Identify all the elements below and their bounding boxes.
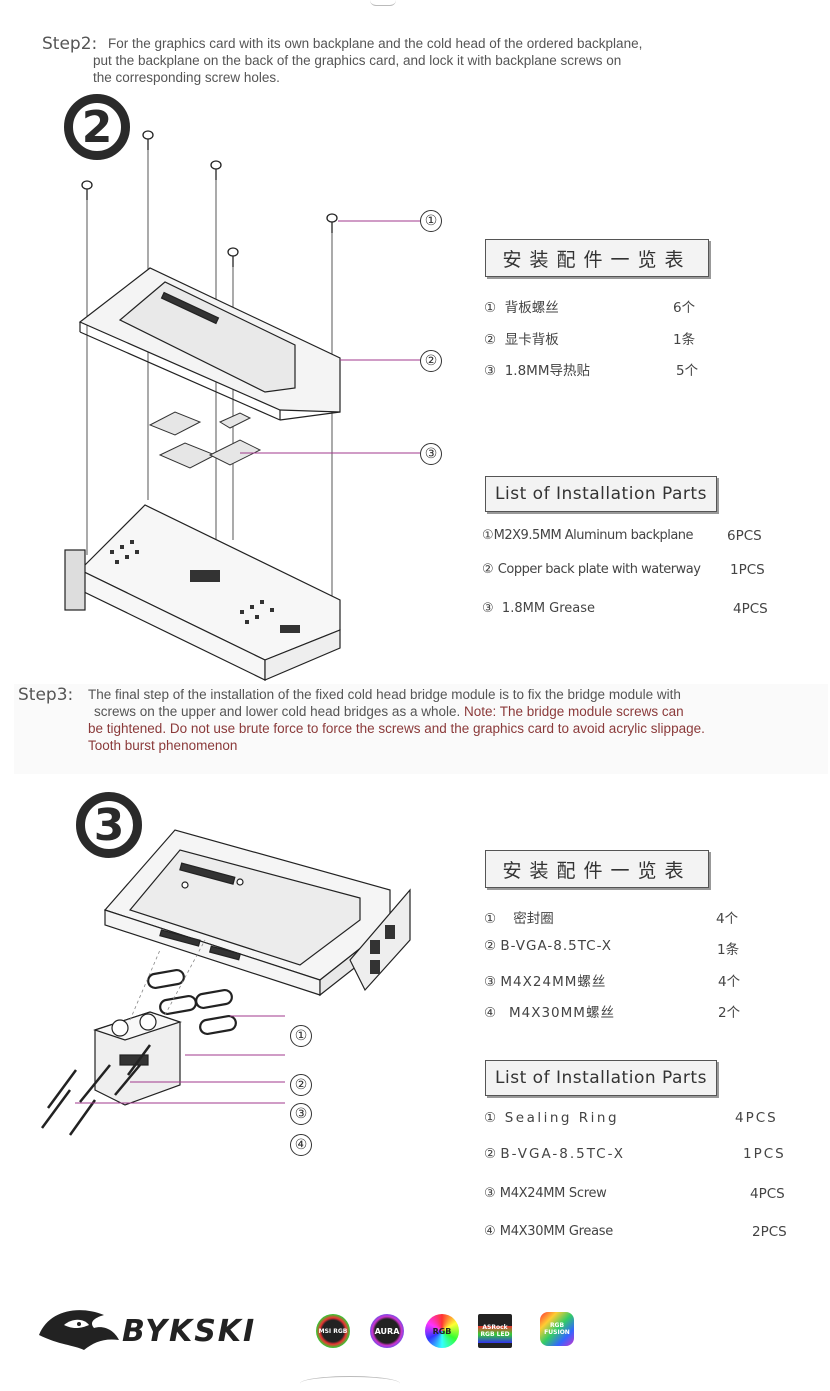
- row-name: M4X30MM Grease: [499, 1224, 613, 1239]
- step3-en-qty-4: 2PCS: [752, 1224, 787, 1240]
- rgb-badge-icon: RGB: [425, 1314, 459, 1348]
- row-name: M4X30MM螺丝: [508, 1005, 615, 1021]
- step3-line-2a: screws on the upper and lower cold head …: [94, 704, 464, 719]
- step3-en-row-1: ① Sealing Ring: [484, 1110, 619, 1126]
- aura-sync-badge-icon: AURA: [370, 1314, 404, 1348]
- row-index: ②: [482, 562, 494, 577]
- row-index: ④: [484, 1224, 496, 1239]
- row-name: 1.8MM Grease: [501, 601, 596, 616]
- step3-en-qty-1: 4PCS: [735, 1110, 778, 1126]
- mounting-screws: [40, 1044, 152, 1136]
- row-index: ④: [484, 1005, 497, 1021]
- step2-label: Step2:: [42, 34, 98, 54]
- step3-en-row-4: ④ M4X30MM Grease: [484, 1224, 613, 1239]
- step3-cn-row-3: ③ M4X24MM螺丝: [484, 970, 606, 990]
- row-index: ②: [484, 938, 497, 954]
- step3-cn-qty-2: 1条: [717, 942, 740, 958]
- bridge-block: [93, 1011, 182, 1106]
- step3-cn-table-title: 安装配件一览表: [485, 850, 709, 888]
- step3-cn-qty-3: 4个: [718, 974, 741, 990]
- brand-name: BYKSKI: [122, 1314, 257, 1349]
- step2-exploded-diagram: [64, 130, 420, 681]
- step2-en-row-3: ③ 1.8MM Grease: [482, 601, 595, 616]
- graphics-card: [64, 504, 341, 681]
- row-index: ①: [482, 528, 494, 543]
- step3-en-row-2: ② B-VGA-8.5TC-X: [484, 1146, 625, 1162]
- row-name: M4X24MM Screw: [499, 1186, 607, 1201]
- step2-line-1: For the graphics card with its own backp…: [108, 36, 643, 51]
- step2-en-row-2: ② Copper back plate with waterway: [482, 562, 701, 577]
- row-index: ①: [484, 911, 497, 927]
- step2-callout-1: ①: [420, 210, 442, 232]
- step2-number-badge: 2: [64, 94, 130, 160]
- row-index: ③: [484, 363, 497, 379]
- thermal-pads: [148, 411, 262, 469]
- step2-en-table-title: List of Installation Parts: [485, 476, 717, 512]
- step2-line-3: the corresponding screw holes.: [93, 70, 280, 85]
- step2-cn-row-1: ① 背板螺丝: [484, 296, 559, 316]
- step2-en-qty-1: 6PCS: [727, 528, 762, 544]
- step2-cn-row-3: ③ 1.8MM导热贴: [484, 359, 590, 379]
- bykski-dragon-logo-icon: [39, 1310, 119, 1350]
- row-index: ②: [484, 1146, 497, 1162]
- step2-callout-3: ③: [420, 443, 442, 465]
- step3-callout-1: ①: [290, 1025, 312, 1047]
- top-remnant: [370, 0, 396, 6]
- step3-cn-qty-4: 2个: [718, 1005, 741, 1021]
- row-name: M2X9.5MM Aluminum backplane: [493, 528, 694, 543]
- step3-callout-4: ④: [290, 1134, 312, 1156]
- step2-cn-qty-3: 5个: [676, 363, 699, 379]
- step2-cn-table-title: 安装配件一览表: [485, 239, 709, 277]
- row-index: ②: [484, 332, 497, 348]
- step3-line-1: The final step of the installation of th…: [88, 687, 681, 702]
- step3-cn-row-4: ④ M4X30MM螺丝: [484, 1001, 615, 1021]
- row-index: ①: [484, 1110, 497, 1126]
- row-name: B-VGA-8.5TC-X: [500, 938, 613, 954]
- step3-line-4: Tooth burst phenomenon: [88, 738, 238, 753]
- row-index: ③: [484, 974, 497, 990]
- msi-rgb-badge-icon: MSI RGB: [316, 1314, 350, 1348]
- rgb-fusion-badge-icon: RGB FUSION: [540, 1312, 574, 1346]
- step3-line-3: be tightened. Do not use brute force to …: [88, 721, 705, 736]
- row-index: ①: [484, 300, 497, 316]
- row-name: 显卡背板: [504, 332, 559, 348]
- row-name: B-VGA-8.5TC-X: [500, 1146, 626, 1162]
- sealing-rings: [147, 968, 237, 1036]
- step3-callout-3: ③: [290, 1103, 312, 1125]
- step2-cn-row-2: ② 显卡背板: [484, 328, 559, 348]
- step3-note: Note: The bridge module screws can: [463, 704, 684, 719]
- step2-cn-qty-2: 1条: [673, 332, 696, 348]
- step3-line-2: screws on the upper and lower cold head …: [94, 703, 684, 720]
- step3-text-block: Step3: The final step of the installatio…: [14, 684, 828, 774]
- row-index: ③: [482, 601, 494, 616]
- backplate: [78, 267, 341, 421]
- step2-cn-qty-1: 6个: [673, 300, 696, 316]
- step2-en-qty-3: 4PCS: [733, 601, 768, 617]
- step3-en-row-3: ③ M4X24MM Screw: [484, 1186, 607, 1201]
- step3-label: Step3:: [18, 685, 74, 705]
- row-name: Copper back plate with waterway: [497, 562, 701, 577]
- step2-en-row-1: ①M2X9.5MM Aluminum backplane: [482, 528, 694, 543]
- step3-callout-2: ②: [290, 1074, 312, 1096]
- step3-cn-row-2: ② B-VGA-8.5TC-X: [484, 938, 612, 954]
- step2-callout-2: ②: [420, 350, 442, 372]
- bottom-remnant: [300, 1376, 400, 1391]
- row-name: 1.8MM导热贴: [504, 363, 590, 379]
- gpu-with-block: [103, 829, 411, 997]
- row-name: 背板螺丝: [504, 300, 559, 316]
- asrock-rgb-led-badge-icon: ASRock RGB LED: [478, 1314, 512, 1348]
- row-index: ③: [484, 1186, 496, 1201]
- step3-en-qty-2: 1PCS: [743, 1146, 786, 1162]
- step2-line-2: put the backplane on the back of the gra…: [93, 53, 622, 68]
- row-name: Sealing Ring: [504, 1110, 620, 1126]
- step3-number-badge: 3: [76, 792, 142, 858]
- step3-cn-qty-1: 4个: [716, 911, 739, 927]
- row-name: 密封圈: [513, 911, 554, 927]
- row-name: M4X24MM螺丝: [500, 974, 607, 990]
- step3-en-table-title: List of Installation Parts: [485, 1060, 717, 1096]
- step3-cn-row-1: ① 密封圈: [484, 907, 554, 927]
- step3-en-qty-3: 4PCS: [750, 1186, 785, 1202]
- step3-exploded-diagram: [40, 829, 411, 1136]
- step2-en-qty-2: 1PCS: [730, 562, 765, 578]
